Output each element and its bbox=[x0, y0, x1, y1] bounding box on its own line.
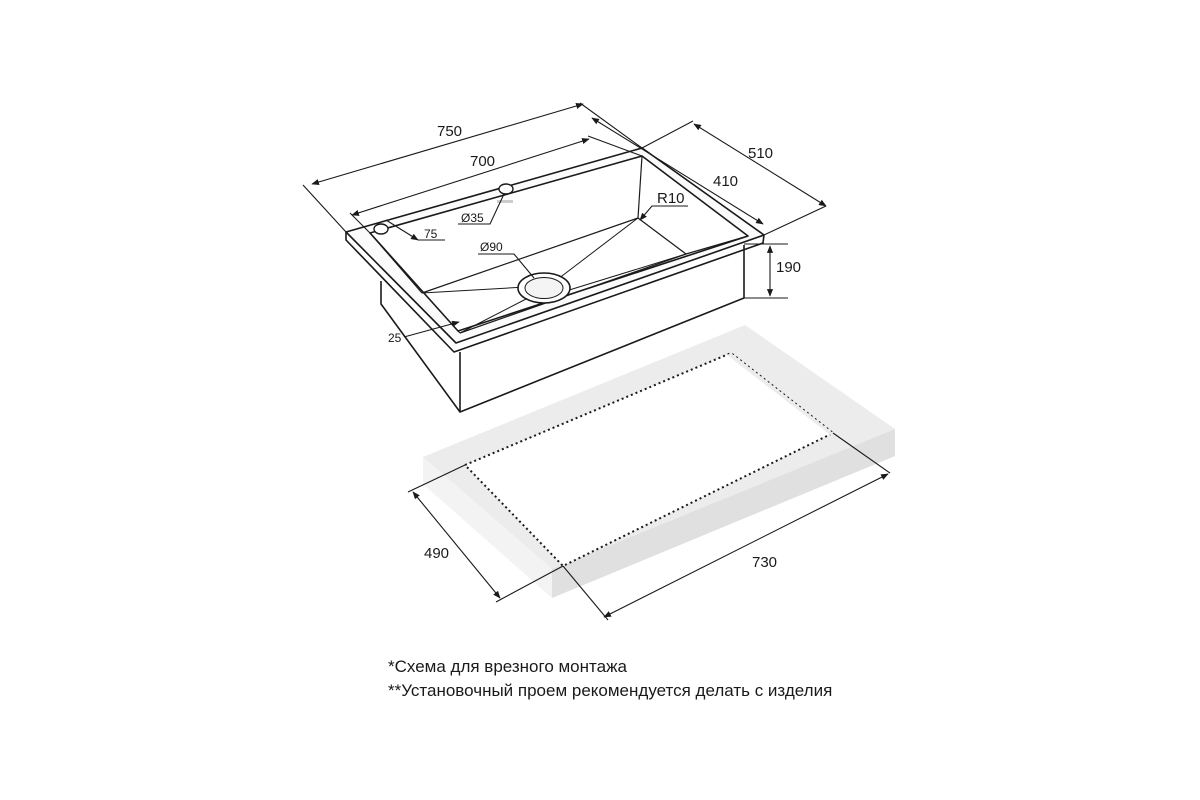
installation-notes: *Схема для врезного монтажа **Установочн… bbox=[388, 655, 832, 703]
countertop-cutout-wall bbox=[727, 353, 833, 437]
note-cutout-advice: **Установочный проем рекомендуется делат… bbox=[388, 681, 833, 700]
dim-line-730 bbox=[603, 473, 889, 618]
label-r10: R10 bbox=[657, 190, 685, 207]
sink-bowl-inner bbox=[421, 217, 687, 334]
leader-drain bbox=[478, 253, 535, 279]
drain bbox=[517, 272, 571, 304]
label-410: 410 bbox=[713, 173, 738, 190]
label-490: 490 bbox=[424, 545, 449, 562]
leader-tap-hole bbox=[458, 193, 505, 225]
label-750: 750 bbox=[437, 123, 462, 140]
label-rim: 25 bbox=[388, 331, 402, 345]
dim-line-750 bbox=[311, 103, 584, 185]
leader-radius bbox=[639, 205, 688, 221]
label-tap-hole: Ø35 bbox=[461, 211, 484, 225]
dim-line-410 bbox=[591, 117, 764, 225]
brand-plate bbox=[497, 200, 513, 203]
note-flush-mount: *Схема для врезного монтажа bbox=[388, 657, 627, 676]
countertop-cutout bbox=[463, 351, 835, 568]
label-730: 730 bbox=[752, 554, 777, 571]
sink-dimension-lines bbox=[302, 102, 827, 338]
dim-line-25 bbox=[403, 320, 460, 338]
label-190: 190 bbox=[776, 259, 801, 276]
tap-hole-left bbox=[373, 223, 389, 235]
label-tap-offset: 75 bbox=[424, 227, 438, 241]
label-drain: Ø90 bbox=[480, 240, 503, 254]
dim-line-75 bbox=[385, 219, 419, 241]
countertop-dimension-lines bbox=[407, 432, 891, 621]
dim-line-490 bbox=[412, 491, 501, 599]
sink-dimension-labels: 750 700 510 410 190 R10 Ø35 Ø90 75 25 bbox=[388, 123, 801, 345]
countertop bbox=[423, 325, 895, 598]
dim-line-700 bbox=[351, 138, 590, 216]
label-510: 510 bbox=[748, 145, 773, 162]
countertop-dimension-labels: 490 730 bbox=[424, 545, 777, 571]
label-700: 700 bbox=[470, 153, 495, 170]
tap-hole-center bbox=[498, 183, 514, 195]
sink-rim-edge bbox=[345, 232, 765, 353]
